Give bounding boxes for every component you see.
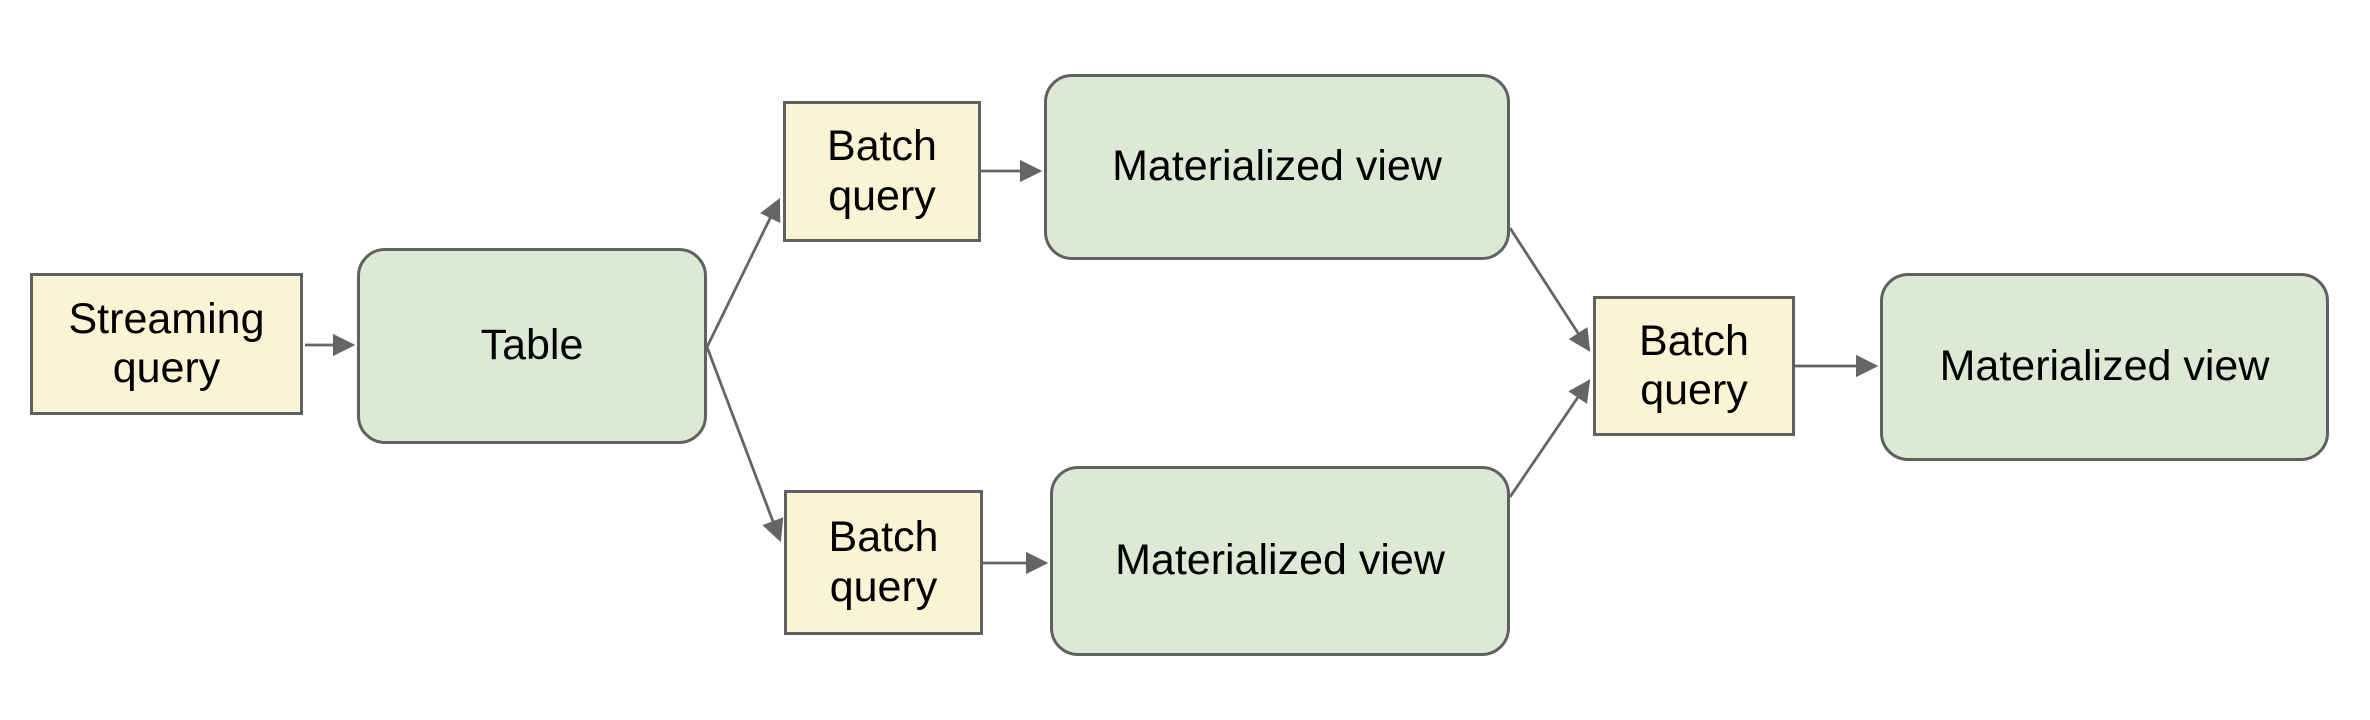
node-batch-query-bottom-label: Batch query (828, 513, 939, 611)
node-table-label: Table (480, 321, 584, 370)
node-materialized-view-top: Materialized view (1044, 74, 1510, 260)
node-batch-query-right: Batch query (1593, 296, 1795, 436)
edge-table-to-batch-query-bottom (705, 346, 784, 543)
node-table: Table (357, 248, 707, 444)
node-materialized-view-bottom: Materialized view (1050, 466, 1510, 656)
node-batch-query-right-label: Batch query (1639, 316, 1749, 414)
node-batch-query-top: Batch query (783, 101, 981, 242)
node-batch-query-top-label: Batch query (827, 122, 937, 220)
node-materialized-view-top-label: Materialized view (1112, 142, 1442, 191)
node-streaming-query: Streaming query (30, 273, 303, 415)
edge-materialized-view-top-to-batch-query-right (1508, 227, 1591, 352)
node-materialized-view-bottom-label: Materialized view (1115, 536, 1445, 585)
edge-table-to-batch-query-top (705, 197, 781, 348)
node-streaming-query-label: Streaming query (68, 294, 265, 392)
edge-materialized-view-bottom-to-batch-query-right (1508, 379, 1591, 498)
node-batch-query-bottom: Batch query (784, 490, 983, 635)
node-materialized-view-final-label: Materialized view (1939, 342, 2270, 391)
node-materialized-view-final: Materialized view (1880, 273, 2329, 461)
